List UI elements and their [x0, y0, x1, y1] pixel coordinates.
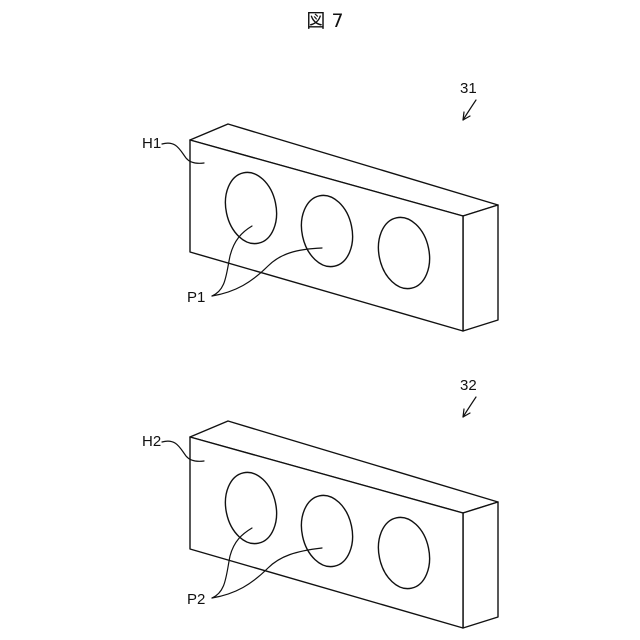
- plate-label: H2: [142, 433, 161, 450]
- part-32: 32 H2 P2: [142, 377, 498, 628]
- hole-label: P1: [187, 289, 205, 306]
- plate-body: [190, 124, 498, 331]
- reference-arrow-icon: [463, 100, 476, 120]
- figure-title: 図 7: [306, 10, 343, 32]
- plate-side-face: [463, 205, 498, 331]
- part-31: 31 H1 P1: [142, 80, 498, 331]
- plate-body: [190, 421, 498, 628]
- plate-label: H1: [142, 135, 161, 152]
- reference-arrow-icon: [463, 397, 476, 417]
- part-ref-number: 32: [460, 377, 477, 394]
- part-ref-number: 31: [460, 80, 477, 97]
- hole-label: P2: [187, 591, 205, 608]
- plate-side-face: [463, 502, 498, 628]
